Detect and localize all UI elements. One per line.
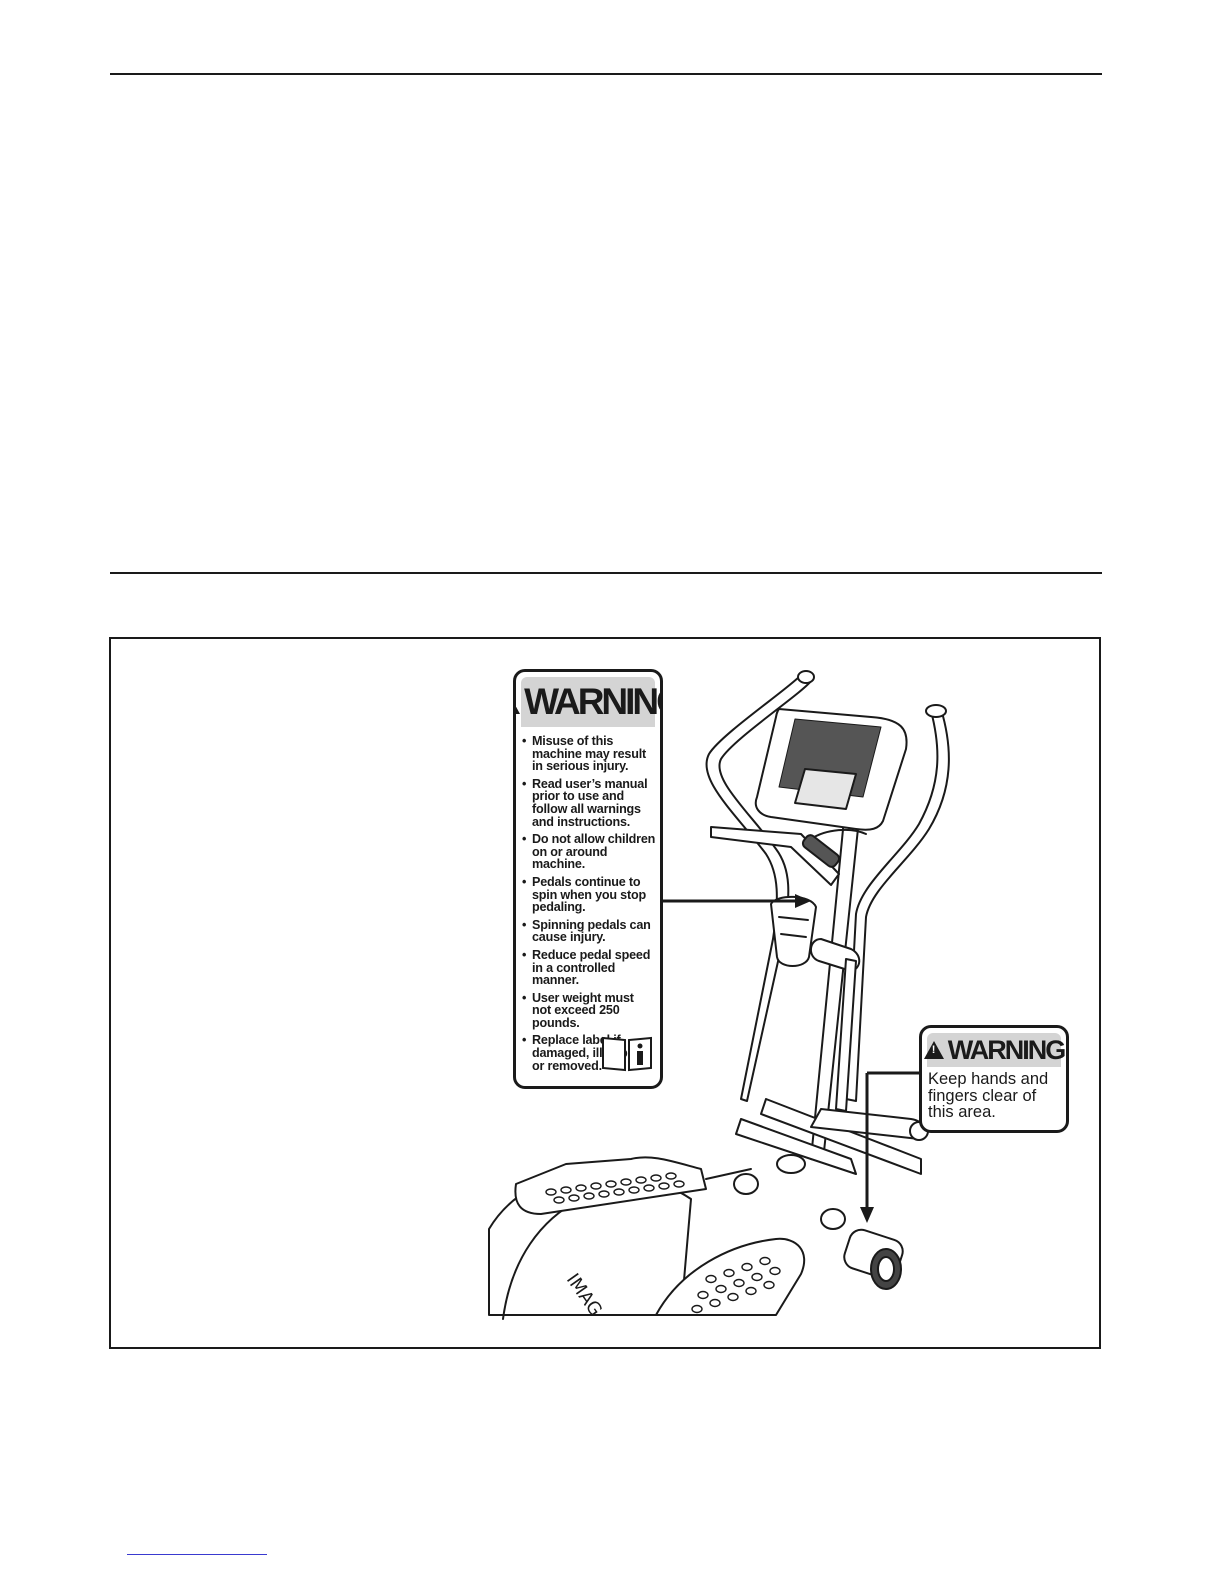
warning-label-large: ! WARNING Misuse of this machine may res… [513,669,663,1089]
warning-triangle-icon: ! [516,690,521,714]
list-item: User weight must not exceed 250 pounds. [522,991,656,1030]
book-info-icon [602,1036,652,1072]
warning-text: Keep hands and fingers clear of this are… [928,1070,1049,1121]
warning-title: WARNING [947,1034,1066,1065]
list-item: Spinning pedals can cause injury. [522,918,656,944]
list-item: Do not allow children on or around machi… [522,833,656,871]
section-rule [110,572,1102,574]
warning-list: Misuse of this machine may result in ser… [516,735,660,1072]
footer-underline [127,1554,267,1555]
warning-triangle-icon: ! [923,1041,944,1059]
list-item: Reduce pedal speed in a controlled manne… [522,949,656,987]
list-item: Pedals continue to spin when you stop pe… [522,876,656,914]
warning-figure-frame: IMAG [109,637,1101,1349]
warning-label-small: ! WARNING Keep hands and fingers clear o… [919,1025,1069,1133]
list-item: Misuse of this machine may result in ser… [522,735,656,773]
warning-banner: ! WARNING [516,677,660,727]
warning-banner: ! WARNING [923,1033,1066,1067]
elliptical-illustration: IMAG [488,670,950,1320]
top-rule [110,73,1102,75]
warning-title: WARNING [524,681,660,722]
list-item: Read user’s manual prior to use and foll… [522,777,656,828]
